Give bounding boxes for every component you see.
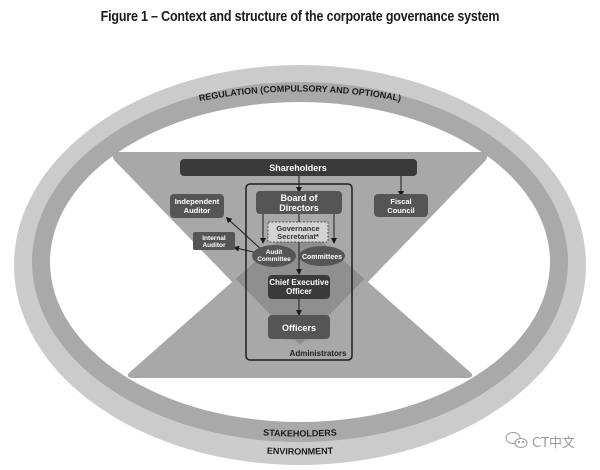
audit-committee-node[interactable] <box>252 245 296 267</box>
fiscal-council-line1: Fiscal <box>390 197 411 206</box>
shareholders-label: Shareholders <box>269 163 327 173</box>
committees-label: Committees <box>302 254 342 261</box>
audit-committee-line1: Audit <box>266 249 283 256</box>
ceo-line2: Officer <box>286 287 312 296</box>
committees-node[interactable] <box>299 246 345 266</box>
audit-committee-line2: Committee <box>257 256 291 263</box>
shareholders-box[interactable] <box>180 159 417 176</box>
governance-secretariat-line1: Governance <box>276 224 319 233</box>
fiscal-council-line2: Council <box>387 206 415 215</box>
wechat-icon <box>505 432 528 448</box>
board-label-line1: Board of <box>281 193 319 203</box>
administrators-label: Administrators <box>290 349 347 358</box>
ceo-line1: Chief Executive <box>269 278 329 287</box>
ceo-box[interactable] <box>268 275 330 299</box>
independent-auditor-line2: Auditor <box>184 206 211 215</box>
watermark-text: CT中文 <box>532 436 575 451</box>
independent-auditor-box[interactable] <box>170 194 224 218</box>
officers-box[interactable] <box>268 315 330 339</box>
fiscal-council-box[interactable] <box>374 194 428 217</box>
internal-auditor-line2: Auditor <box>202 242 226 249</box>
board-label-line2: Directors <box>279 203 319 213</box>
environment-label: ENVIRONMENT <box>267 446 334 457</box>
connectors <box>225 176 404 316</box>
officers-label: Officers <box>282 323 316 333</box>
governance-secretariat-box[interactable] <box>267 221 329 243</box>
watermark: CT中文 <box>505 432 575 451</box>
stakeholders-label: STAKEHOLDERS <box>263 427 337 438</box>
governance-secretariat-line2: Secretariat* <box>277 232 319 241</box>
internal-auditor-line1: Internal <box>202 235 226 242</box>
independent-auditor-line1: Independent <box>175 197 220 206</box>
connector-audit-independent <box>225 216 264 252</box>
board-of-directors-box[interactable] <box>256 191 342 214</box>
internal-auditor-box[interactable] <box>193 232 235 250</box>
figure-title: Figure 1 – Context and structure of the … <box>100 9 500 25</box>
